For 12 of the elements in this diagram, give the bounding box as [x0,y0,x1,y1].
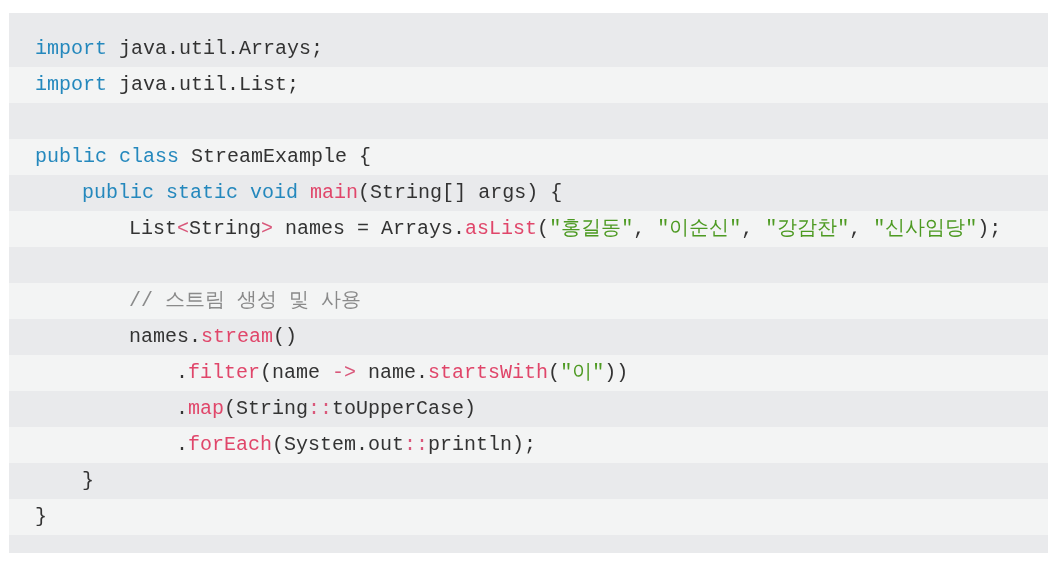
code-line: public class StreamExample { [35,145,372,169]
code-line: } [35,505,47,529]
code-comment: // 스트림 생성 및 사용 [129,289,361,313]
code-line: List<String> names = Arrays.asList("홍길동", "이순신", "강감찬", "신사임당"); [129,217,1002,241]
code-line: } [82,469,94,493]
code-line: import java.util.Arrays; [35,37,324,61]
code-line: public static void main(String[] args) { [82,181,563,205]
code-line: import java.util.List; [35,73,300,97]
code-line: .filter(name -> name.startsWith("이")) [176,361,629,385]
code-line: .map(String::toUpperCase) [176,397,477,421]
code-line: .forEach(System.out::println); [176,433,537,457]
code-line: names.stream() [129,325,298,349]
